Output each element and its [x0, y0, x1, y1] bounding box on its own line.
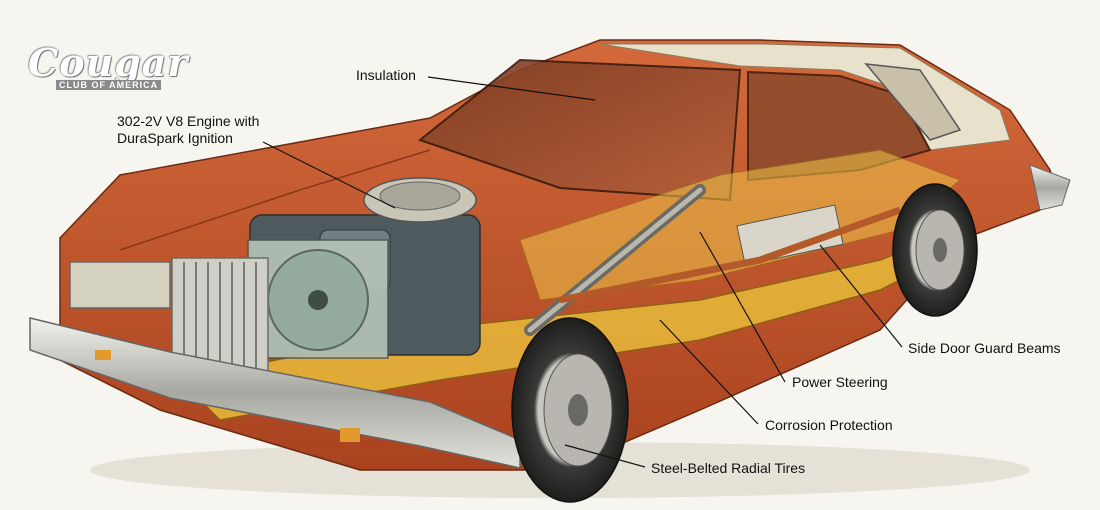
label-corrosion-protection: Corrosion Protection — [765, 417, 893, 433]
label-power-steering: Power Steering — [792, 374, 888, 390]
engine-leader — [262, 141, 396, 209]
label-steel-belted-radial-tires: Steel-Belted Radial Tires — [651, 460, 806, 476]
beams-leader — [819, 244, 903, 348]
leader-lines — [262, 76, 903, 468]
steering-leader — [699, 231, 786, 383]
tires-leader — [564, 444, 646, 468]
insulation-leader — [427, 76, 596, 101]
cougar-club-logo: Cougar CLUB OF AMERICA — [12, 14, 187, 94]
front-wheel — [511, 317, 629, 503]
rear-wheel — [892, 183, 978, 317]
label-insulation: Insulation — [356, 67, 416, 83]
engine — [247, 177, 481, 359]
label-side-door-guard-beams: Side Door Guard Beams — [908, 340, 1061, 356]
corrosion-leader — [659, 319, 759, 425]
label-engine-line1: 302-2V V8 Engine with — [117, 113, 260, 129]
front-end — [29, 257, 521, 469]
logo-brand-text: Cougar — [28, 40, 189, 85]
logo-subtitle-text: CLUB OF AMERICA — [56, 80, 162, 90]
label-engine-line2: DuraSpark Ignition — [117, 130, 233, 146]
